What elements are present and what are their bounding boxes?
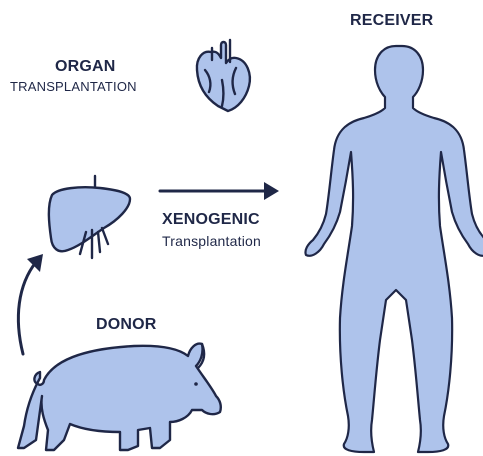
- pig-icon: [18, 344, 221, 450]
- human-body-icon: [305, 46, 483, 452]
- arrow-right-icon: [160, 182, 279, 200]
- organ-subtitle: TRANSPLANTATION: [10, 79, 137, 94]
- xenogenic-title: XENOGENIC: [162, 211, 260, 229]
- organ-title: ORGAN: [55, 58, 116, 76]
- curved-arrow-up-icon: [18, 254, 43, 354]
- xenogenic-subtitle: Transplantation: [162, 233, 261, 249]
- liver-icon: [49, 176, 130, 258]
- receiver-label: RECEIVER: [350, 12, 433, 30]
- donor-label: DONOR: [96, 316, 157, 334]
- heart-icon: [197, 40, 250, 111]
